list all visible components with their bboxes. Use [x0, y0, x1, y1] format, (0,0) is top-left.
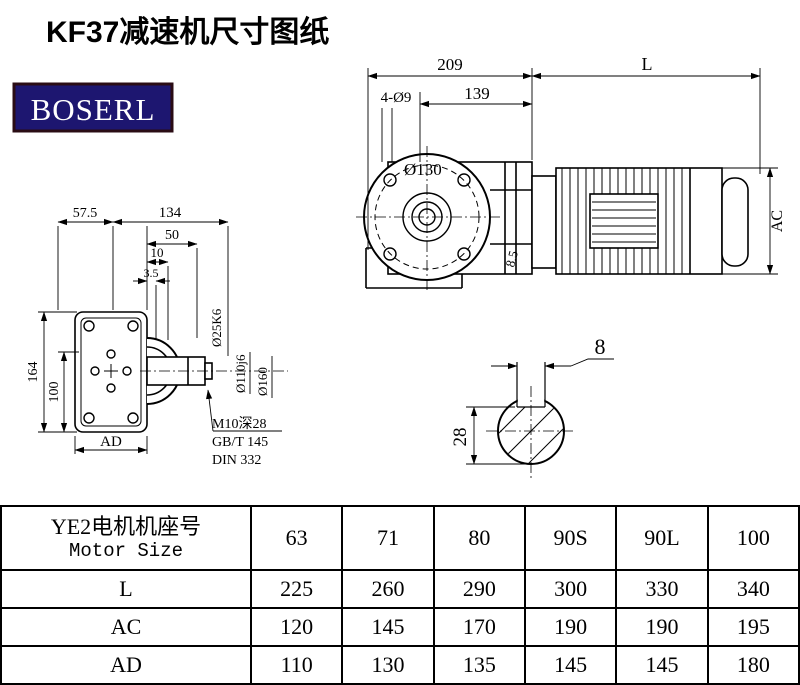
dim-57-5: 57.5 — [73, 206, 98, 221]
value-cell: 135 — [432, 645, 526, 685]
dim-3-5: 3.5 — [144, 266, 159, 280]
value-cell: 340 — [706, 569, 800, 609]
column-header: 80 — [432, 505, 526, 571]
value-cell: 190 — [615, 607, 709, 647]
dim-motor-length: L — [642, 54, 653, 74]
note-din-standard: DIN 332 — [212, 453, 261, 468]
table-header-row: YE2电机机座号 Motor Size 63 71 80 90S 90L 100 — [0, 505, 800, 571]
value-cell: 260 — [341, 569, 435, 609]
row-label: L — [0, 569, 252, 609]
motor-size-header-cell: YE2电机机座号 Motor Size — [0, 505, 252, 571]
dim-spigot-dia: Ø110j6 — [233, 354, 248, 393]
value-cell: 145 — [523, 645, 618, 685]
flange-centerlines — [356, 146, 500, 290]
top-view-dimension-lines — [367, 68, 778, 275]
keyway-cutout — [517, 390, 545, 407]
reducer-side-view: 57.5 134 50 10 3.5 164 100 AD Ø25K6 Ø110… — [26, 205, 288, 468]
dim-134: 134 — [159, 205, 182, 221]
dim-output-flange-dia: Ø160 — [255, 367, 270, 396]
dim-bolt-holes: 4-Ø9 — [381, 90, 412, 106]
technical-drawing: KF37减速机尺寸图纸 BOSERL — [12, 16, 786, 480]
motor-size-header-en: Motor Size — [68, 540, 184, 563]
value-cell: 130 — [341, 645, 435, 685]
column-header: 100 — [706, 505, 800, 571]
value-cell: 290 — [432, 569, 526, 609]
dimension-table: YE2电机机座号 Motor Size 63 71 80 90S 90L 100… — [0, 505, 800, 685]
value-cell: 145 — [615, 645, 709, 685]
value-cell: 190 — [523, 607, 618, 647]
table-row-L: L 225 260 290 300 330 340 — [0, 569, 800, 609]
page-title: KF37减速机尺寸图纸 — [46, 16, 329, 49]
dim-10: 10 — [151, 245, 164, 260]
section-centerlines — [486, 386, 576, 480]
dim-height-164: 164 — [26, 362, 41, 383]
column-header: 71 — [341, 505, 435, 571]
dim-flange-offset: 139 — [464, 84, 490, 103]
value-cell: 225 — [249, 569, 344, 609]
dim-key-width: 8 — [595, 334, 606, 359]
dim-flange-dia: Ø130 — [404, 160, 442, 179]
column-header: 90S — [523, 505, 618, 571]
dimension-table-section: YE2电机机座号 Motor Size 63 71 80 90S 90L 100… — [0, 505, 800, 685]
gearbox-front-shape — [74, 311, 213, 433]
dim-rib-thickness: 8.5 — [502, 249, 521, 269]
value-cell: 110 — [249, 645, 344, 685]
dim-shaft-dia: Ø25K6 — [209, 308, 224, 347]
dim-motor-dia: AC — [769, 210, 786, 232]
section-dimension-lines — [466, 358, 614, 465]
boserl-logo-text: BOSERL — [31, 92, 156, 127]
row-label: AD — [0, 645, 252, 685]
boserl-logo: BOSERL — [12, 82, 174, 133]
row-label: AC — [0, 607, 252, 647]
column-header: 90L — [615, 505, 709, 571]
shaft-section-view: 8 28 — [450, 334, 614, 480]
value-cell: 330 — [615, 569, 709, 609]
note-gb-standard: GB/T 145 — [212, 435, 268, 450]
motor-size-header-cn: YE2电机机座号 — [50, 513, 202, 539]
reducer-top-view: 209 L 139 4-Ø9 Ø130 8.5 AC — [356, 54, 786, 290]
note-tapped-hole: M10深28 — [212, 416, 266, 432]
side-view-dimension-lines — [38, 218, 282, 454]
table-row-AC: AC 120 145 170 190 190 195 — [0, 607, 800, 647]
value-cell: 180 — [706, 645, 800, 685]
value-cell: 195 — [706, 607, 800, 647]
table-row-AD: AD 110 130 135 145 145 180 — [0, 645, 800, 685]
dim-total-width: 209 — [437, 55, 463, 74]
value-cell: 120 — [249, 607, 344, 647]
value-cell: 170 — [432, 607, 526, 647]
column-header: 63 — [249, 505, 344, 571]
dim-key-height: 28 — [450, 428, 471, 447]
dim-100: 100 — [47, 382, 62, 403]
dim-50: 50 — [165, 228, 179, 243]
value-cell: 300 — [523, 569, 618, 609]
dim-AD: AD — [100, 434, 122, 450]
value-cell: 145 — [341, 607, 435, 647]
